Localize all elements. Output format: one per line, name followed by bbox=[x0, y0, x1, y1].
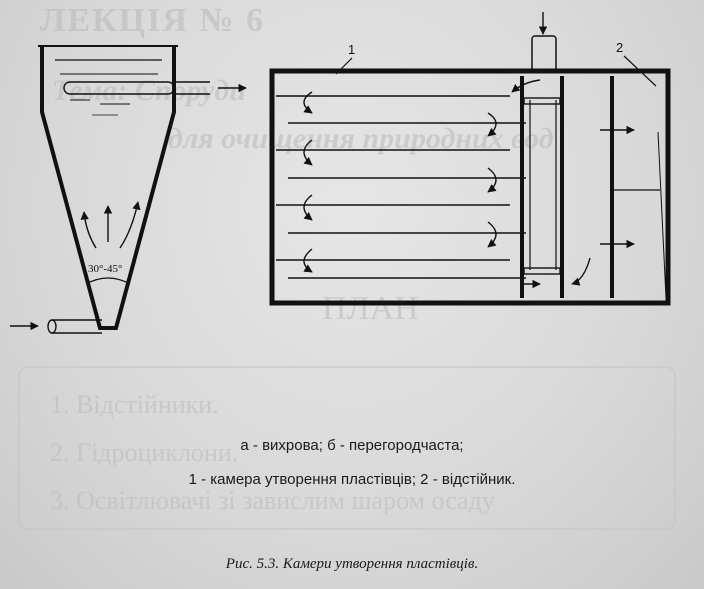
flow-turn-left-2 bbox=[303, 139, 313, 166]
vortex-chamber-body bbox=[40, 46, 176, 330]
vortex-chamber bbox=[10, 45, 247, 334]
flow-turn-left-3 bbox=[303, 194, 313, 221]
upflow-arrow-left bbox=[80, 211, 97, 249]
callout-2-leader bbox=[623, 55, 657, 87]
callout-1-leader bbox=[335, 57, 353, 75]
top-inlet-pipe bbox=[531, 35, 557, 73]
callout-2-label: 2 bbox=[616, 40, 623, 55]
bleed-lecture-title: ЛЕКЦІЯ № 6 bbox=[40, 2, 266, 39]
channel-bottom-plate bbox=[523, 267, 561, 275]
bleed-plan-item-1: 1. Відстійники. bbox=[50, 390, 219, 419]
callout-1-label: 1 bbox=[348, 42, 355, 57]
flow-turn-left-4 bbox=[303, 248, 313, 273]
bleed-plan-box bbox=[18, 366, 676, 530]
flow-turn-right-2 bbox=[487, 167, 497, 193]
flow-turn-right-1 bbox=[487, 112, 497, 137]
figure-caption: Рис. 5.3. Камери утворення пластівців. bbox=[225, 556, 479, 572]
legend-line-1: а - вихрова; б - перегородчаста; bbox=[240, 437, 464, 454]
channel-exit-arrow bbox=[571, 257, 591, 286]
cone-angle-arc bbox=[85, 277, 131, 285]
flow-turn-right-3 bbox=[487, 221, 497, 248]
bleed-plan-item-3: 3. Освітлювачі зі завислим шаром осаду bbox=[50, 486, 495, 515]
collection-trough bbox=[63, 81, 175, 95]
bleed-plan-item-2: 2. Гідроциклони. bbox=[50, 438, 239, 467]
flow-turn-left-1 bbox=[303, 91, 313, 114]
baffled-chamber bbox=[269, 12, 671, 306]
upflow-arrow-right bbox=[119, 201, 141, 249]
channel-top-plate bbox=[523, 97, 561, 105]
settler-edge bbox=[657, 131, 667, 299]
cone-angle-label: 30°-45° bbox=[88, 263, 122, 275]
inlet-pipe-end bbox=[47, 319, 57, 334]
legend-line-2: 1 - камера утворення пластівців; 2 - від… bbox=[188, 471, 516, 488]
bleed-theme: Тема: Споруди bbox=[52, 74, 246, 107]
bleed-plan: ПЛАН bbox=[322, 290, 419, 327]
baffled-chamber-outer bbox=[269, 68, 671, 306]
inlet-split-arrow bbox=[511, 79, 541, 93]
